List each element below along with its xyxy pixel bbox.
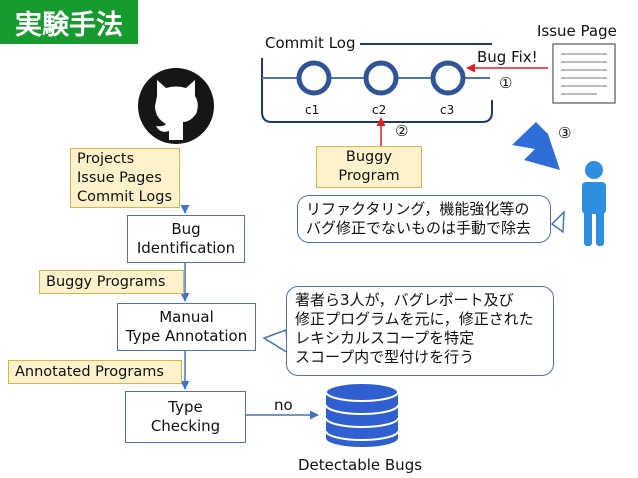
refactoring-note-line1: リファクタリング，機能強化等の: [306, 200, 530, 218]
manual-annotation-step: Manual Type Annotation: [117, 303, 256, 351]
marker-three: ③: [558, 124, 572, 142]
detectable-bugs-label: Detectable Bugs: [298, 456, 423, 474]
bug-identification-line1: Bug: [171, 220, 201, 238]
buggy-program-box: Buggy Program: [316, 146, 422, 188]
type-checking-step: Type Checking: [125, 391, 246, 443]
authors-bubble-tail: [262, 328, 289, 355]
commit-label-c1: c1: [305, 103, 320, 117]
buggy-program-line1: Buggy: [345, 149, 393, 165]
bug-fix-label: Bug Fix!: [477, 48, 538, 66]
authors-note-line2: 修正プログラムを元に，修正された: [295, 310, 534, 328]
refactoring-note-bubble: リファクタリング，機能強化等の バグ修正でないものは手動で除去: [297, 195, 551, 243]
manual-annotation-line1: Manual: [159, 308, 214, 326]
database-icon: [325, 382, 399, 447]
marker-one: ①: [499, 74, 513, 92]
issue-page-label: Issue Page: [537, 22, 617, 40]
annotated-programs-tag: Annotated Programs: [8, 360, 182, 384]
commit-label-c2: c2: [372, 103, 387, 117]
marker-two: ②: [395, 122, 409, 140]
commit-node-c2: [363, 60, 399, 96]
buggy-programs-tag: Buggy Programs: [39, 270, 184, 294]
slide-title: 実験手法: [0, 0, 138, 44]
commit-log-label: Commit Log: [265, 34, 356, 52]
sources-tag: Projects Issue Pages Commit Logs: [70, 148, 180, 208]
bug-identification-line2: Identification: [136, 239, 236, 257]
manual-annotation-line2: Type Annotation: [125, 327, 248, 345]
commit-node-c3: [430, 60, 466, 96]
sources-commit-logs: Commit Logs: [77, 189, 173, 205]
refactoring-note-line2: バグ修正でないものは手動で除去: [306, 219, 532, 237]
big-arrow-icon: [512, 122, 560, 170]
sources-issue-pages: Issue Pages: [77, 170, 162, 186]
authors-note-bubble: 著者ら3人が，バグレポート及び 修正プログラムを元に，修正された レキシカルスコ…: [286, 286, 554, 376]
commit-node-c1: [296, 60, 332, 96]
document-icon: [552, 43, 616, 104]
type-checking-line2: Checking: [150, 417, 221, 435]
type-checking-line1: Type: [168, 398, 203, 416]
sources-projects: Projects: [77, 151, 135, 167]
no-label: no: [274, 396, 293, 414]
person-icon: [582, 161, 606, 246]
authors-note-line1: 著者ら3人が，バグレポート及び: [295, 291, 514, 309]
refactor-bubble-tail: [550, 210, 565, 234]
github-logo-icon: [138, 68, 214, 144]
commit-label-c3: c3: [440, 103, 455, 117]
authors-note-line4: スコープ内で型付けを行う: [295, 348, 475, 366]
bug-identification-step: Bug Identification: [127, 215, 245, 263]
authors-note-line3: レキシカルスコープを特定: [295, 329, 475, 347]
buggy-program-line2: Program: [338, 168, 400, 184]
